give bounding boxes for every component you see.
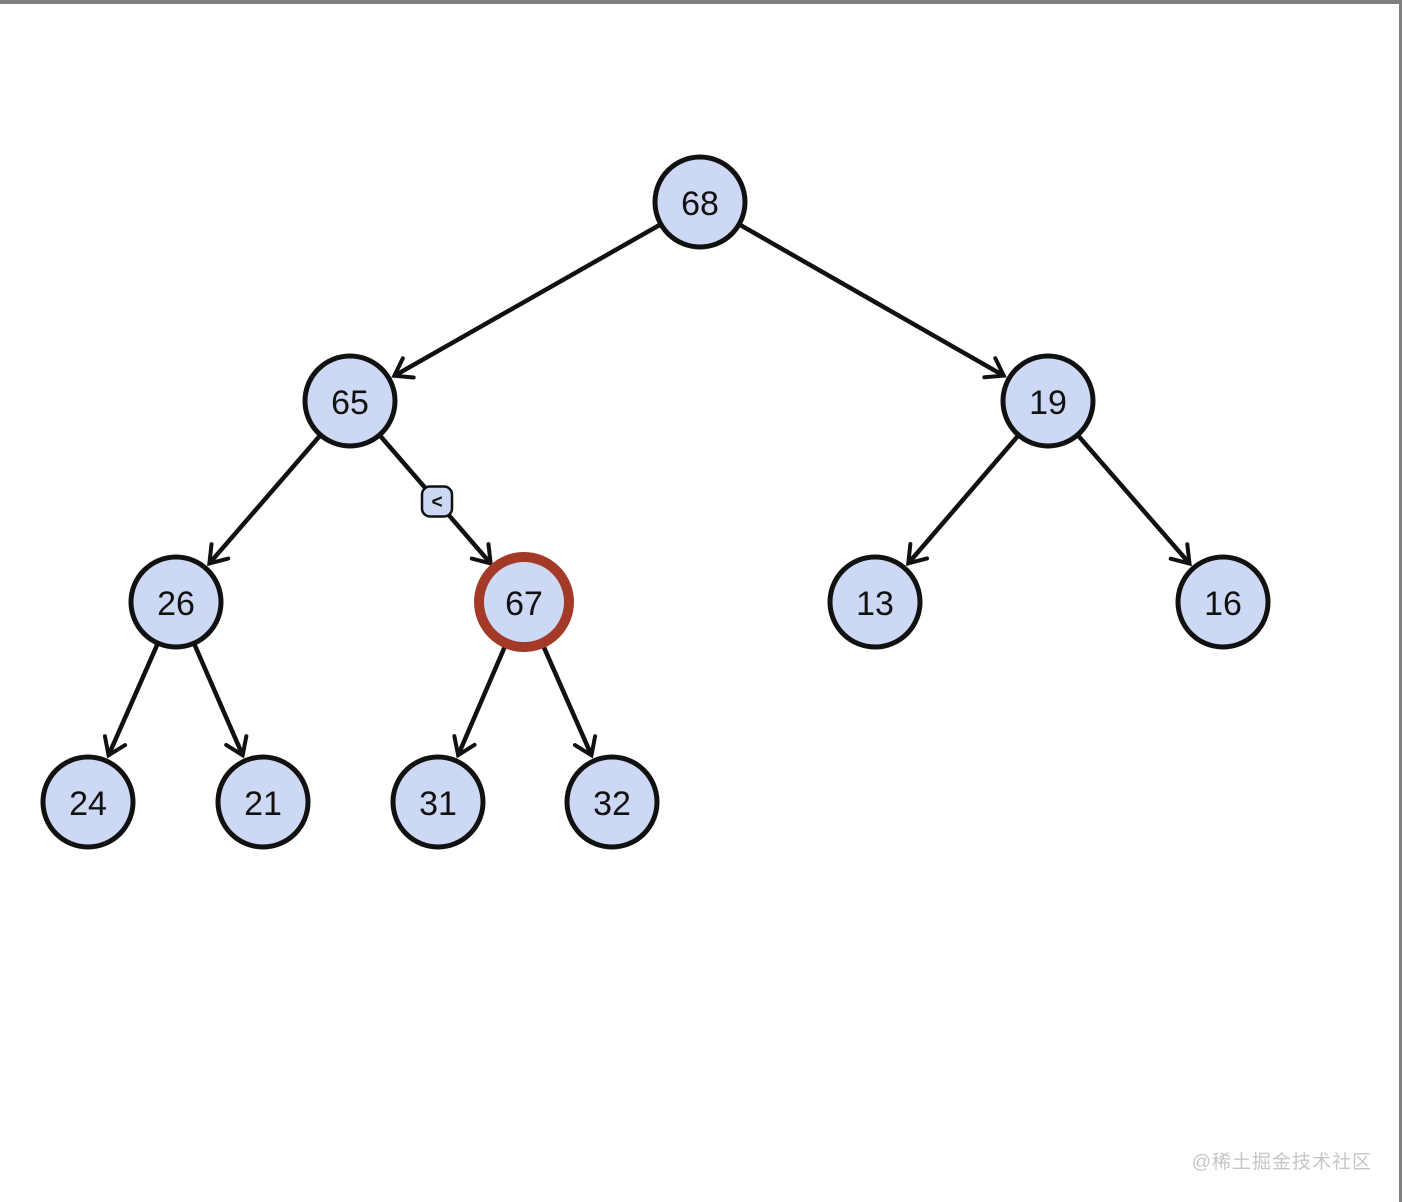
node-circle [390,754,486,850]
node-circle [128,554,224,650]
tree-node-24: 24 [40,754,136,850]
tree-node-19: 19 [1000,353,1096,449]
node-label: 26 [157,585,195,623]
edge-19-13 [905,433,1021,567]
node-circle-highlighted [474,552,574,652]
top-border-line [0,0,1402,4]
node-circle [215,754,311,850]
node-label: 19 [1029,384,1067,422]
edge-26-24 [102,642,160,759]
edge-67-32 [540,642,598,759]
edge-label-text: < [431,492,442,513]
tree-node-65: 65 [302,353,398,449]
edge-label-box [420,485,454,518]
node-circle [40,754,136,850]
tree-node-31: 31 [390,754,486,850]
node-circle [1000,353,1096,449]
node-label: 24 [69,785,107,823]
tree-node-13: 13 [827,554,923,650]
node-label: 31 [419,785,457,823]
node-circle [302,353,398,449]
watermark: @稀土掘金技术社区 [1191,1152,1372,1173]
node-label: 67 [505,585,543,623]
right-border-line [1399,0,1402,1202]
node-circle [652,154,748,250]
edge-19-16 [1075,433,1192,567]
tree-node-21: 21 [215,754,311,850]
tree-node-16: 16 [1175,554,1271,650]
edge-67-31 [452,642,509,759]
node-circle [827,554,923,650]
node-label: 16 [1204,585,1242,623]
node-circle [564,754,660,850]
node-label: 21 [244,785,282,823]
node-circle [1175,554,1271,650]
tree-node-68: 68 [652,154,748,250]
node-label: 13 [856,585,894,623]
tree-node-32: 32 [564,754,660,850]
node-label: 65 [331,384,369,422]
edge-65-26 [207,433,323,567]
node-label: 68 [681,185,719,223]
tree-node-67: 67 [474,552,574,652]
edge-68-19 [737,222,1007,380]
edge-26-21 [191,642,249,759]
edge-68-65 [391,222,662,380]
tree-node-26: 26 [128,554,224,650]
node-label: 32 [593,785,631,823]
edge-label-65-67: < [420,485,454,518]
